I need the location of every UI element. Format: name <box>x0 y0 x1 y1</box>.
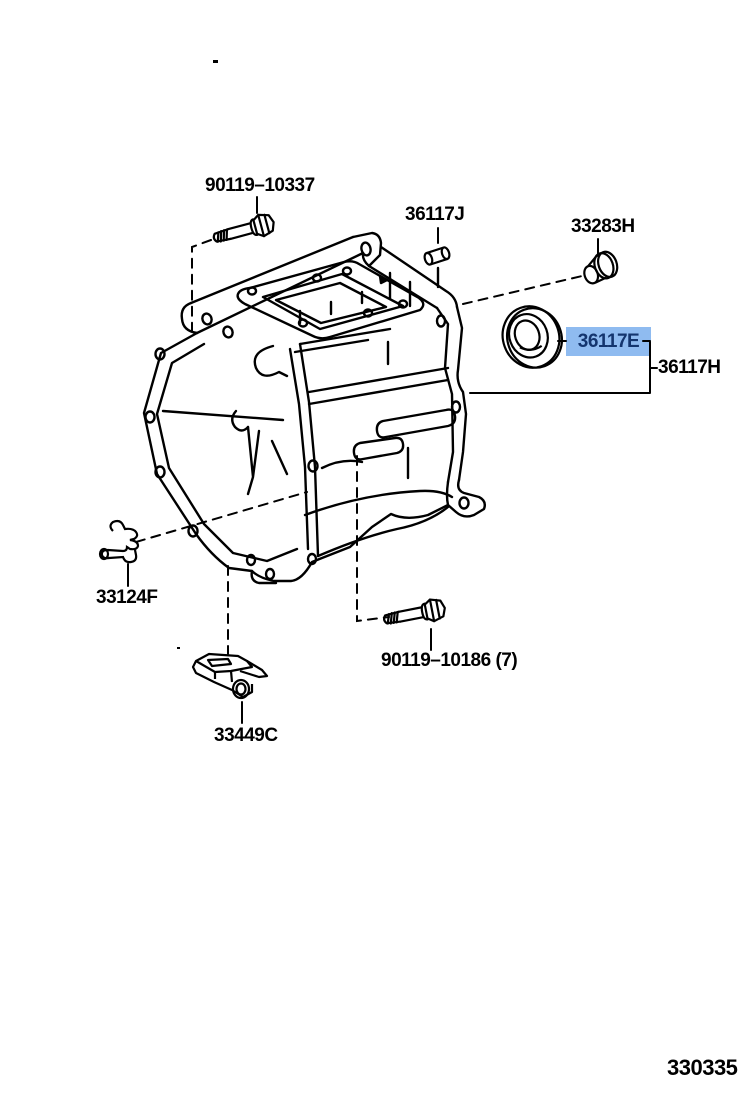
part-label-90119-10337[interactable]: 90119–10337 <box>205 175 315 196</box>
part-highlight <box>566 327 651 356</box>
figure-number: 330335 <box>667 1055 738 1080</box>
clip-drawing <box>191 652 269 700</box>
bracket-drawing <box>98 519 140 564</box>
part-label-90119-10186[interactable]: 90119–10186 (7) <box>381 650 518 671</box>
oil-seal-drawing <box>501 305 563 369</box>
dashed-leader-lines <box>135 239 583 655</box>
speck <box>213 60 218 63</box>
part-label-36117e-highlighted[interactable]: 36117E <box>577 330 640 352</box>
bolt-drawing-bottom <box>380 596 448 632</box>
bolt-drawing-top <box>210 210 278 250</box>
dowel-pin-drawing <box>423 246 451 266</box>
part-label-36117j[interactable]: 36117J <box>405 204 465 225</box>
part-label-36117h[interactable]: 36117H <box>658 357 721 378</box>
plug-drawing <box>583 250 619 285</box>
transmission-case-drawing <box>142 231 487 585</box>
speck <box>177 647 180 649</box>
part-label-33449c[interactable]: 33449C <box>214 725 278 746</box>
part-label-33283h[interactable]: 33283H <box>571 216 635 237</box>
leader-lines <box>127 196 658 724</box>
part-label-33124f[interactable]: 33124F <box>96 587 158 608</box>
